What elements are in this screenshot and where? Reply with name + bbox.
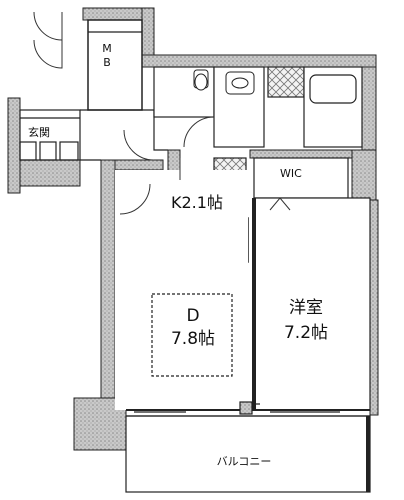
room-label-wic: WIC xyxy=(280,167,302,180)
room-label-entrance: 玄関 xyxy=(28,126,50,139)
room-label-western-name: 洋室 xyxy=(289,298,323,318)
room-label-dining-name: D xyxy=(186,306,200,326)
room-label-kitchen: K2.1帖 xyxy=(171,193,223,212)
room-label-western-size: 7.2帖 xyxy=(283,323,329,343)
room-label-balcony: バルコニー xyxy=(216,455,272,468)
room-label-dining-size: 7.8帖 xyxy=(170,329,216,349)
